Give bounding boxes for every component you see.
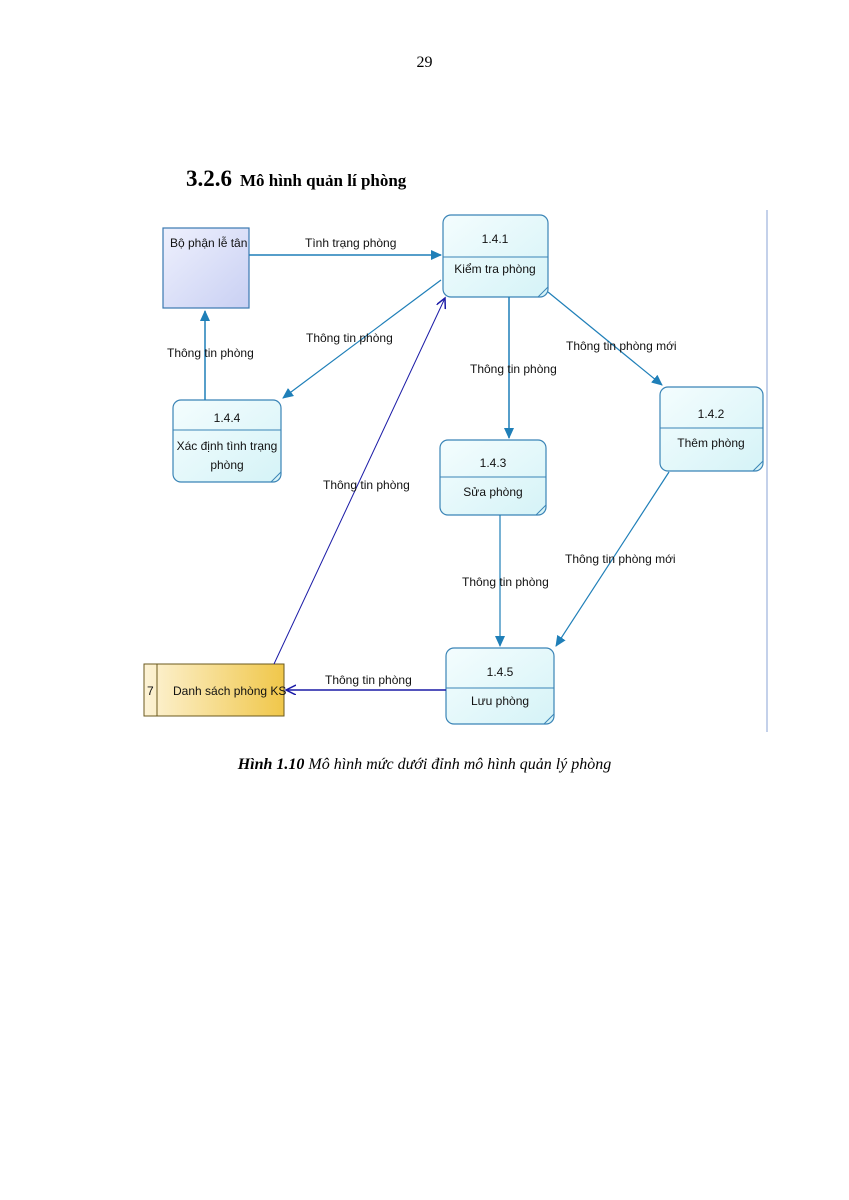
flow-label: Thông tin phòng bbox=[325, 673, 412, 687]
process-id: 1.4.1 bbox=[482, 232, 509, 246]
flow-store-to-1-4-1: Thông tin phòng bbox=[273, 298, 445, 665]
flow-label: Thông tin phòng bbox=[167, 346, 254, 360]
section-number: 3.2.6 bbox=[186, 166, 232, 191]
process-1-4-5: 1.4.5 Lưu phòng bbox=[445, 647, 555, 725]
external-entity-label: Bộ phận lễ tân bbox=[170, 235, 247, 250]
figure-caption-text: Mô hình mức dưới đỉnh mô hình quản lý ph… bbox=[308, 756, 612, 773]
flow-tinh-trang-phong: Tình trạng phòng bbox=[249, 236, 442, 260]
data-flow-diagram: Bộ phận lễ tân 1.4.1 Kiểm tra phòng 1.4.… bbox=[143, 210, 768, 732]
process-1-4-3: 1.4.3 Sửa phòng bbox=[439, 439, 547, 516]
process-id: 1.4.2 bbox=[698, 407, 725, 421]
process-id: 1.4.4 bbox=[214, 411, 241, 425]
flow-label: Tình trạng phòng bbox=[305, 236, 396, 250]
process-id: 1.4.3 bbox=[480, 456, 507, 470]
flow-1-4-1-to-1-4-4: Thông tin phòng bbox=[282, 279, 442, 399]
flow-1-4-2-to-1-4-5: Thông tin phòng mới bbox=[555, 471, 676, 647]
data-store-number: 7 bbox=[147, 684, 154, 698]
process-label: Lưu phòng bbox=[471, 694, 529, 708]
process-label-line1: Xác định tình trạng bbox=[177, 439, 278, 453]
process-1-4-2: 1.4.2 Thêm phòng bbox=[659, 386, 764, 472]
process-1-4-1: 1.4.1 Kiểm tra phòng bbox=[442, 214, 549, 298]
flow-1-4-1-to-1-4-2: Thông tin phòng mới bbox=[547, 291, 677, 386]
section-title: Mô hình quản lí phòng bbox=[240, 171, 407, 190]
figure-caption-label: Hình 1.10 bbox=[237, 756, 305, 773]
section-heading: 3.2.6 Mô hình quản lí phòng bbox=[186, 166, 406, 192]
process-label: Thêm phòng bbox=[677, 436, 744, 450]
flow-1-4-5-to-store: Thông tin phòng bbox=[286, 673, 446, 690]
flow-label: Thông tin phòng bbox=[306, 331, 393, 345]
external-entity-le-tan: Bộ phận lễ tân bbox=[162, 227, 250, 309]
process-label: Kiểm tra phòng bbox=[454, 262, 535, 276]
flow-label: Thông tin phòng mới bbox=[566, 339, 677, 353]
flow-label: Thông tin phòng bbox=[323, 478, 410, 492]
flow-label: Thông tin phòng bbox=[462, 575, 549, 589]
flow-1-4-1-to-1-4-3: Thông tin phòng bbox=[470, 297, 557, 439]
flow-1-4-4-to-le-tan: Thông tin phòng bbox=[167, 310, 254, 400]
flow-1-4-3-to-1-4-5: Thông tin phòng bbox=[462, 515, 549, 647]
process-id: 1.4.5 bbox=[487, 665, 514, 679]
flow-label: Thông tin phòng mới bbox=[565, 552, 676, 566]
data-store-7: 7 Danh sách phòng KS bbox=[143, 663, 286, 717]
page-number: 29 bbox=[416, 54, 433, 71]
data-store-label: Danh sách phòng KS bbox=[173, 684, 286, 698]
process-1-4-4: 1.4.4 Xác định tình trạng phòng bbox=[172, 399, 282, 483]
process-label: Sửa phòng bbox=[463, 485, 522, 499]
figure-caption: Hình 1.10 Mô hình mức dưới đỉnh mô hình … bbox=[0, 756, 849, 774]
flow-label: Thông tin phòng bbox=[470, 362, 557, 376]
process-label-line2: phòng bbox=[210, 458, 243, 472]
